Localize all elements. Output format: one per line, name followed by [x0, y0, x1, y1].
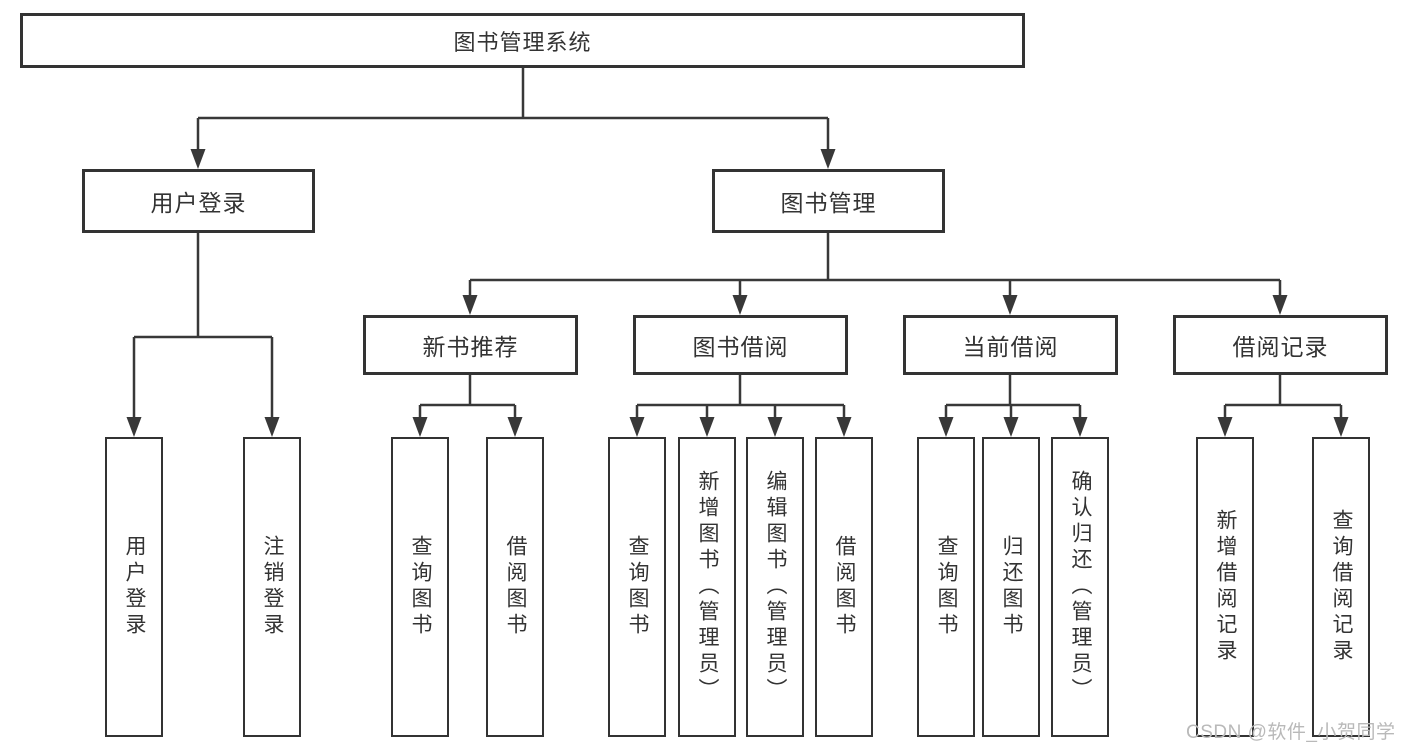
node-library-management-system: 图书管理系统	[20, 13, 1025, 68]
leaf-add-borrow-record: 新增借阅记录	[1196, 437, 1254, 737]
leaf-confirm-return-admin: 确认归还（管理员）	[1051, 437, 1109, 737]
watermark: CSDN @软件_小贺同学	[1186, 722, 1396, 743]
leaf-query-borrow-record: 查询借阅记录	[1312, 437, 1370, 737]
leaf-borrow-books-newbooks: 借阅图书	[486, 437, 544, 737]
leaf-query-books-borrowing: 查询图书	[608, 437, 666, 737]
node-book-management: 图书管理	[712, 169, 945, 233]
leaf-add-books-admin: 新增图书（管理员）	[678, 437, 736, 737]
leaf-user-login: 用户登录	[105, 437, 163, 737]
node-user-login: 用户登录	[82, 169, 315, 233]
leaf-edit-books-admin: 编辑图书（管理员）	[746, 437, 804, 737]
node-new-book-recommend: 新书推荐	[363, 315, 578, 375]
arrowhead-icons	[126, 149, 1349, 437]
leaf-logout-login: 注销登录	[243, 437, 301, 737]
leaf-query-books-newbooks: 查询图书	[391, 437, 449, 737]
leaf-query-books-current: 查询图书	[917, 437, 975, 737]
node-book-borrowing: 图书借阅	[633, 315, 848, 375]
leaf-borrow-books-borrowing: 借阅图书	[815, 437, 873, 737]
node-borrowing-records: 借阅记录	[1173, 315, 1388, 375]
node-current-borrowing: 当前借阅	[903, 315, 1118, 375]
leaf-return-books: 归还图书	[982, 437, 1040, 737]
